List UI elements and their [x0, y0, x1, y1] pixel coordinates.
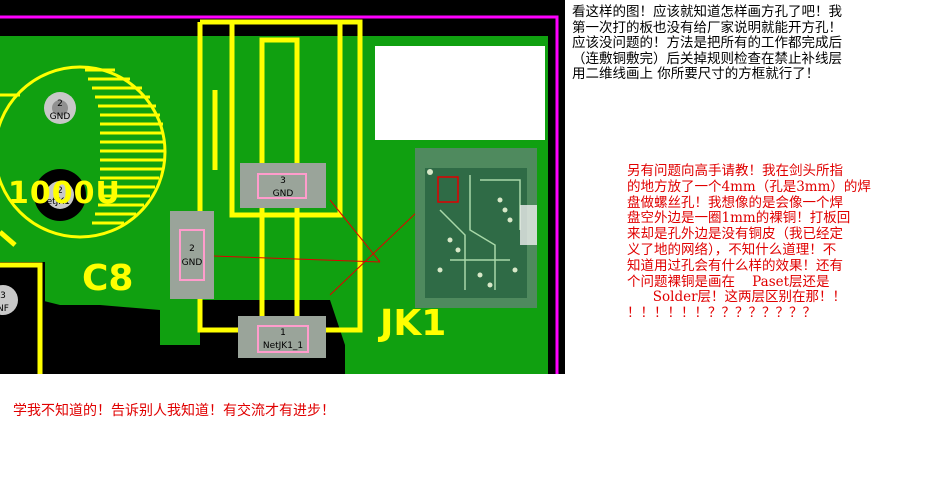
- pad-jk1-2-gnd[interactable]: 2 GND: [170, 211, 214, 299]
- label-c8: C8: [82, 258, 133, 299]
- note-line: ！！！！！！？？？？？？？？: [627, 305, 816, 322]
- instruction-note: 看这样的图！应该就知道怎样画方孔了吧！我 第一次打的板也没有给厂家说明就能开方孔…: [572, 4, 922, 83]
- note-line: 盘做螺丝孔！我想像的是会像一个焊: [627, 194, 843, 211]
- pad-net: NetJK1_1: [40, 197, 80, 207]
- note-line: 看这样的图！应该就知道怎样画方孔了吧！我: [572, 4, 842, 20]
- pcb-layout-view: 2 GND 2 NetJK1_1 3 GND 2 GND 1 NetJK1_1 …: [0, 0, 565, 374]
- label-jk1: JK1: [377, 303, 446, 344]
- note-line: 另有问题向高手请教！我在剑头所指: [627, 163, 843, 179]
- note-line: 盘空外边是一圈1mm的裸铜！打板回: [627, 210, 851, 227]
- pad-jk1-1-netjk1[interactable]: 1 NetJK1_1: [238, 316, 326, 358]
- pad-number: 2: [57, 99, 63, 109]
- pad-cap-netjk1[interactable]: 2 NetJK1_1: [34, 169, 86, 221]
- pad-number: 2: [189, 244, 195, 254]
- note-line: 用二维线画上 你所要尺寸的方框就行了！: [572, 66, 820, 83]
- note-line: 知道用过孔会有什么样的效果！还有: [627, 257, 843, 274]
- keepout-area: [375, 46, 545, 140]
- pad-net: NF: [0, 304, 9, 314]
- note-line: 的地方放了一个4mm（孔是3mm）的焊: [627, 178, 871, 195]
- board-photo: [415, 148, 537, 308]
- pad-net: GND: [50, 112, 71, 122]
- capacitor-footprint: [0, 65, 167, 239]
- pad-net: GND: [273, 189, 294, 199]
- pad-number: 2: [57, 186, 63, 196]
- footer-slogan: 学我不知道的！告诉别人我知道！有交流才有进步！: [13, 403, 335, 419]
- label-1000u: 1000U: [8, 176, 121, 211]
- note-line: 第一次打的板也没有给厂家说明就能开方孔！: [572, 19, 842, 36]
- dark-channel: [40, 355, 200, 374]
- board-outline: [0, 15, 559, 374]
- pad-net: GND: [182, 258, 203, 268]
- note-line: 应该没问题的！方法是把所有的工作都完成后: [572, 35, 842, 52]
- note-line: Solder层！这两层区别在那！！: [627, 289, 847, 306]
- note-line: （连敷铜敷完）后关掉规则检查在禁止补线层: [572, 50, 842, 67]
- pad-net: NetJK1_1: [263, 341, 303, 351]
- pad-left-nf[interactable]: 3 NF: [0, 285, 18, 315]
- pad-number: 3: [280, 176, 286, 186]
- note-line: 义了地的网络），不知什么道理！不: [627, 241, 837, 258]
- pad-number: 3: [0, 291, 6, 301]
- pad-jk1-3-gnd[interactable]: 3 GND: [240, 163, 326, 208]
- note-line: 来却是孔外边是没有铜皮（我已经定: [627, 226, 843, 243]
- pad-number: 1: [280, 328, 286, 338]
- note-line: 个问题裸铜是画在 Paset层还是: [627, 273, 830, 290]
- question-note: 另有问题向高手请教！我在剑头所指 的地方放了一个4mm（孔是3mm）的焊 盘做螺…: [627, 163, 922, 322]
- pad-cap-gnd[interactable]: 2 GND: [44, 92, 76, 124]
